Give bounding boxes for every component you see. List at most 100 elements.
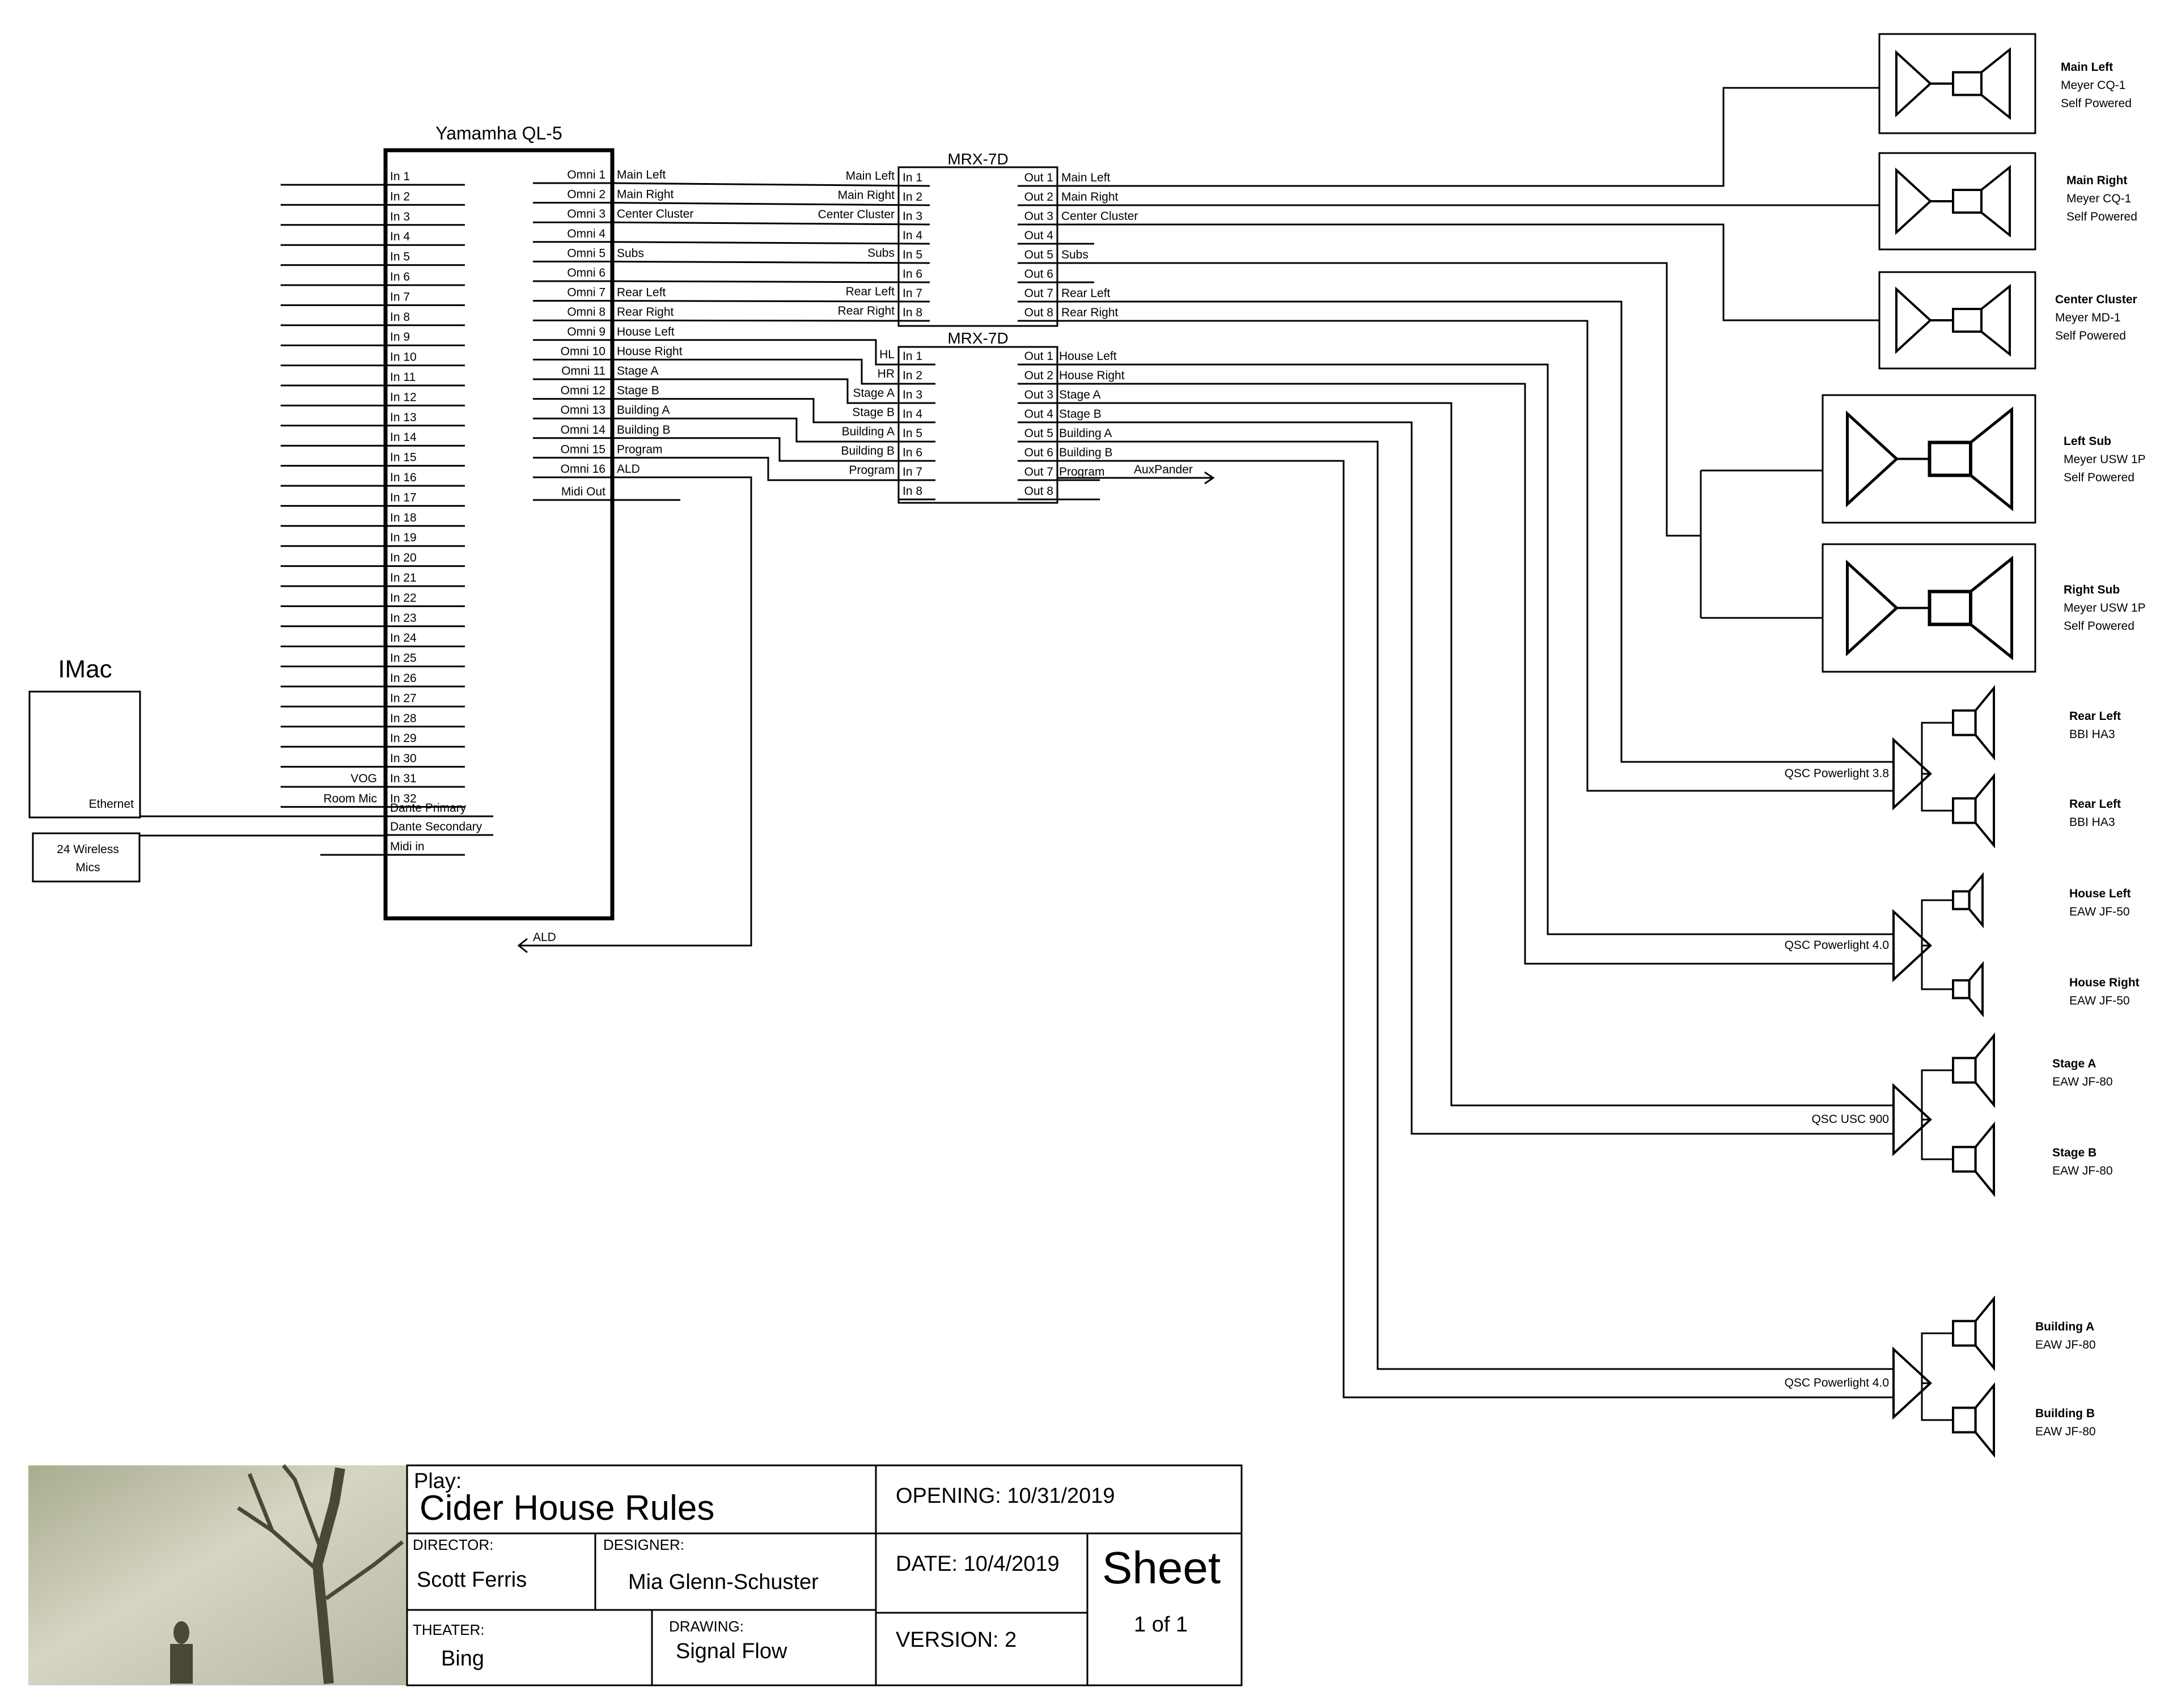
ald-arrow	[517, 938, 528, 953]
omni-port-label: Omni 7	[567, 286, 605, 299]
mrx1-out-label: Out 7	[1024, 287, 1053, 300]
amp-0-speaker-a-cone	[1974, 685, 1995, 761]
mrx1-out-label: Out 8	[1024, 306, 1053, 319]
theater-name: Bing	[441, 1647, 485, 1671]
left-sub-speaker-model: Meyer USW 1P	[2064, 453, 2146, 466]
left-sub-speaker-amp-triangle	[1846, 410, 1899, 507]
console-input-label: In 5	[390, 251, 410, 264]
left-sub-speaker-driver-magnet	[1928, 440, 1972, 477]
mrx1-in-label: In 7	[903, 287, 922, 300]
mrx2-out-label: Out 7	[1024, 465, 1053, 478]
amp-2-label: QSC USC 900	[1811, 1113, 1889, 1126]
amp-3-wire-bottom	[1921, 1383, 1953, 1421]
console-input-label: In 32	[390, 792, 417, 805]
amp-1-speaker-a-cone	[1968, 872, 1984, 929]
amp-1-out-0-model: EAW JF-50	[2069, 905, 2130, 918]
mrx1-in-label: In 5	[903, 248, 922, 261]
omni-to-mrx2-wire	[612, 417, 935, 443]
console-input-label: In 17	[390, 491, 417, 504]
tree-branch	[247, 1473, 274, 1532]
amp-3-label: QSC Powerlight 4.0	[1785, 1376, 1889, 1389]
wireless-label: 24 Wireless	[57, 843, 119, 856]
omni-to-mrx1-wire	[612, 319, 930, 322]
mrx1-out-label: Out 2	[1024, 190, 1053, 204]
mrx2-out-label: Out 4	[1024, 408, 1054, 421]
mrx1-out-signal: Rear Right	[1061, 306, 1119, 319]
mrx1-in-signal: Main Right	[838, 189, 895, 202]
mrx2-out-signal: Stage A	[1059, 388, 1101, 401]
console-input-label: In 14	[390, 431, 417, 444]
amp-1-label: QSC Powerlight 4.0	[1785, 939, 1889, 952]
main-right-speaker-box	[1878, 152, 2036, 251]
play-title: Cider House Rules	[420, 1489, 715, 1528]
center-cluster-speaker-amp-triangle	[1895, 286, 1932, 354]
main-right-speaker-note: Self Powered	[2066, 210, 2137, 223]
amp-2-speaker-b-cone	[1974, 1121, 1995, 1197]
mrx1-out-signal: Main Left	[1061, 171, 1111, 184]
mrx2-out-label: Out 1	[1024, 350, 1053, 363]
mrx2-in-signal: Stage A	[853, 387, 895, 400]
mrx2-out-label: Out 6	[1024, 446, 1053, 459]
mrx2-in-signal: HR	[878, 367, 895, 380]
amp-1-out-0-name: House Left	[2069, 887, 2131, 900]
console-input-label: In 28	[390, 712, 417, 725]
omni-signal-label: Main Right	[617, 188, 674, 201]
console-input-label: In 24	[390, 632, 417, 645]
mrx2-in-label: In 3	[903, 388, 922, 401]
mrx2-out-signal: Stage B	[1059, 408, 1102, 421]
amp-0-out-0-name: Rear Left	[2069, 710, 2121, 723]
mrx2-out-to-amp-wire	[1100, 383, 1894, 965]
mrx2-out-label: Out 2	[1024, 369, 1053, 382]
main-left-speaker-name: Main Left	[2061, 61, 2113, 74]
mrx1-in-signal: Subs	[867, 247, 895, 260]
omni-port-label: Omni 1	[567, 168, 605, 181]
omni-signal-label: Subs	[617, 247, 644, 260]
wire-rear-left	[1094, 300, 1894, 763]
left-sub-speaker-note: Self Powered	[2064, 471, 2134, 484]
amp-3-out-0-model: EAW JF-80	[2035, 1338, 2096, 1351]
main-right-speaker-name: Main Right	[2066, 174, 2127, 187]
console-port-label: Midi in	[390, 840, 425, 853]
console-input-label: In 8	[390, 311, 410, 324]
amp-2-speaker-a-magnet	[1952, 1057, 1977, 1084]
mrx2-out-signal: Program	[1059, 465, 1105, 478]
mrx2-in-label: In 1	[903, 350, 922, 363]
console-input-label: In 2	[390, 190, 410, 203]
main-left-speaker-note: Self Powered	[2061, 97, 2132, 110]
midi-out-label: Midi Out	[561, 485, 605, 498]
console-input-source: VOG	[350, 772, 377, 785]
mrx2-box	[897, 346, 1058, 504]
wire-main-left	[1094, 87, 1879, 187]
amp-0-speaker-b-magnet	[1952, 797, 1977, 824]
mrx2-in-label: In 4	[903, 408, 922, 421]
center-cluster-speaker-model: Meyer MD-1	[2055, 311, 2121, 324]
right-sub-speaker-name: Right Sub	[2064, 583, 2120, 596]
drawing-label: DRAWING:	[669, 1618, 744, 1635]
mrx2-out-to-amp-wire	[1100, 440, 1894, 1370]
omni-port-label: Omni 10	[561, 345, 605, 358]
amp-3-speaker-a-magnet	[1952, 1320, 1977, 1347]
left-sub-speaker-box	[1822, 394, 2036, 524]
omni-to-mrx2-wire	[612, 398, 935, 423]
mrx2-in-label: In 8	[903, 485, 922, 498]
omni-signal-label: Main Left	[617, 168, 666, 181]
mrx1-box	[897, 166, 1058, 327]
console-input-label: In 15	[390, 451, 417, 464]
right-sub-speaker-model: Meyer USW 1P	[2064, 601, 2146, 614]
omni-signal-label: Center Cluster	[617, 207, 693, 221]
center-cluster-speaker-note: Self Powered	[2055, 329, 2126, 342]
omni-to-mrx1-wire	[612, 260, 930, 264]
ald-return-wire	[519, 476, 752, 947]
amp-1-out-1-name: House Right	[2069, 976, 2140, 989]
mrx2-in-label: In 5	[903, 427, 922, 440]
drawing-name: Signal Flow	[676, 1639, 787, 1663]
omni-port-label: Omni 9	[567, 325, 605, 338]
omni-port-label: Omni 4	[567, 227, 605, 240]
amp-0-label: QSC Powerlight 3.8	[1785, 767, 1889, 780]
amp-0-wire-top	[1921, 722, 1953, 775]
console-input-label: In 22	[390, 591, 417, 604]
mrx2-in-label: In 6	[903, 446, 922, 459]
wire-subs	[1094, 262, 1701, 537]
omni-signal-label: House Left	[617, 325, 675, 338]
